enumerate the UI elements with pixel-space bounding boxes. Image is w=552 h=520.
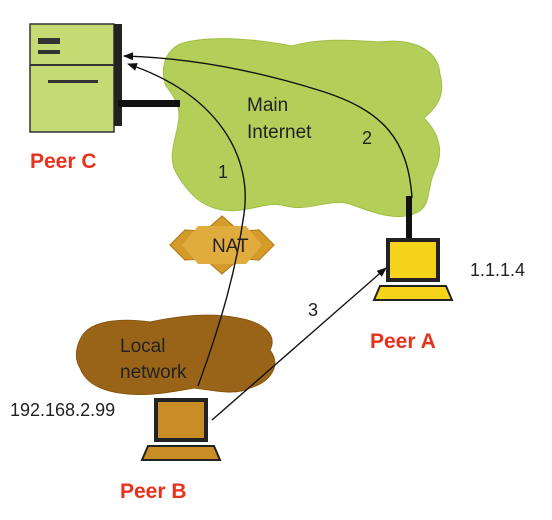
local-network-cloud	[75, 314, 276, 396]
peer-b-ip: 192.168.2.99	[10, 400, 115, 420]
connection-path-1	[127, 63, 246, 387]
laptop-icon-peer-a	[372, 196, 454, 301]
local-network-label: Local	[120, 336, 165, 357]
laptop-icon-peer-b	[140, 398, 222, 461]
path-1-label: 1	[218, 162, 228, 182]
nat-router-icon	[169, 215, 275, 275]
connection-path-3	[211, 267, 387, 421]
nat-label: NAT	[212, 236, 249, 257]
main-internet-label: Main	[247, 95, 288, 116]
local-network-label-2: network	[120, 362, 187, 383]
peer-a-ip: 1.1.1.4	[470, 260, 525, 280]
peer-a-label: Peer A	[370, 330, 436, 353]
path-2-label: 2	[362, 128, 372, 148]
peer-b-label: Peer B	[120, 480, 187, 503]
connection-path-2	[123, 52, 413, 199]
path-3-label: 3	[308, 300, 318, 320]
server-icon	[29, 23, 122, 133]
server-uplink	[118, 100, 180, 107]
main-internet-label-2: Internet	[247, 122, 312, 143]
main-internet-cloud	[162, 38, 443, 218]
peer-c-label: Peer C	[30, 150, 97, 173]
